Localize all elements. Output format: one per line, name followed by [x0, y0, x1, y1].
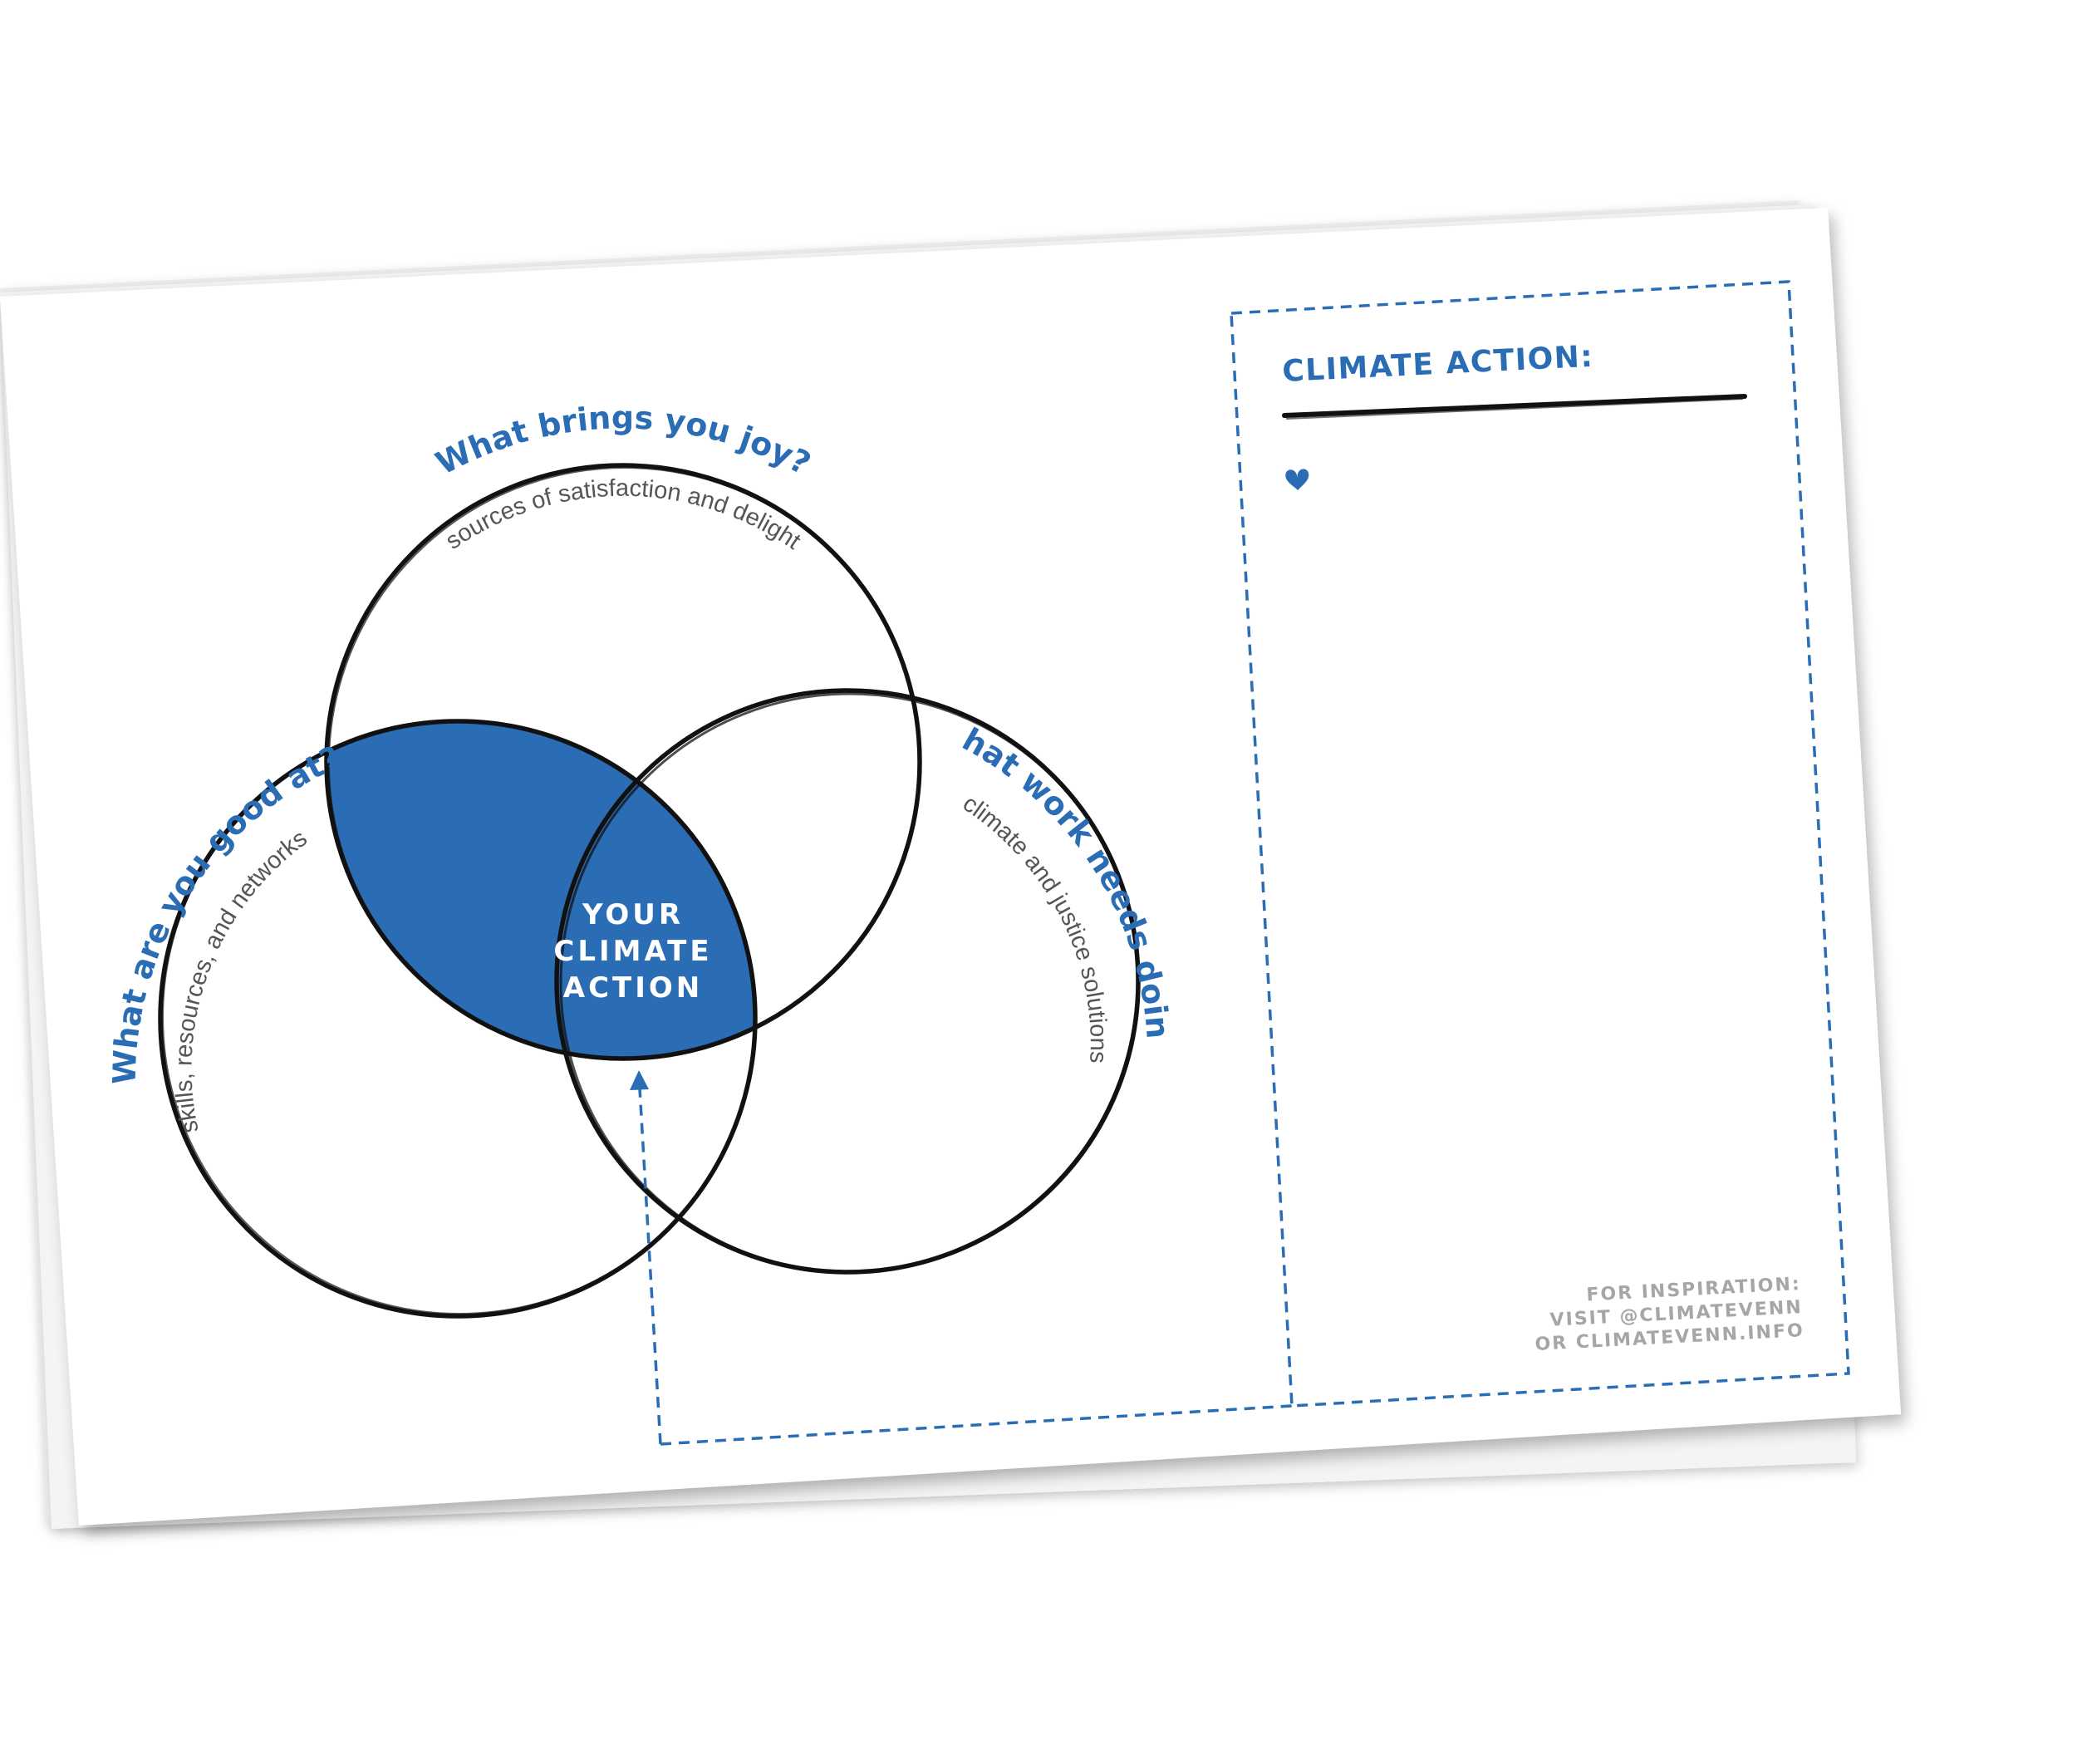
worksheet-paper: [0, 208, 1901, 1526]
venn-circles: [158, 463, 1141, 1319]
heart-icon: [1285, 469, 1309, 490]
panel-dashed-border: [1230, 280, 1850, 1408]
action-panel: CLIMATE ACTION: FOR INSPIRATION: VISIT @…: [1230, 280, 1850, 1408]
title-underline-stroke: [1285, 398, 1744, 420]
connector-arrow: [638, 1088, 1293, 1446]
title-underline: [1282, 394, 1747, 418]
center-line-1: YOUR: [582, 898, 684, 931]
center-label: YOUR CLIMATE ACTION: [553, 898, 712, 1005]
center-line-2: CLIMATE: [553, 935, 712, 968]
center-line-3: ACTION: [563, 971, 703, 1005]
arrow-head: [630, 1070, 649, 1090]
